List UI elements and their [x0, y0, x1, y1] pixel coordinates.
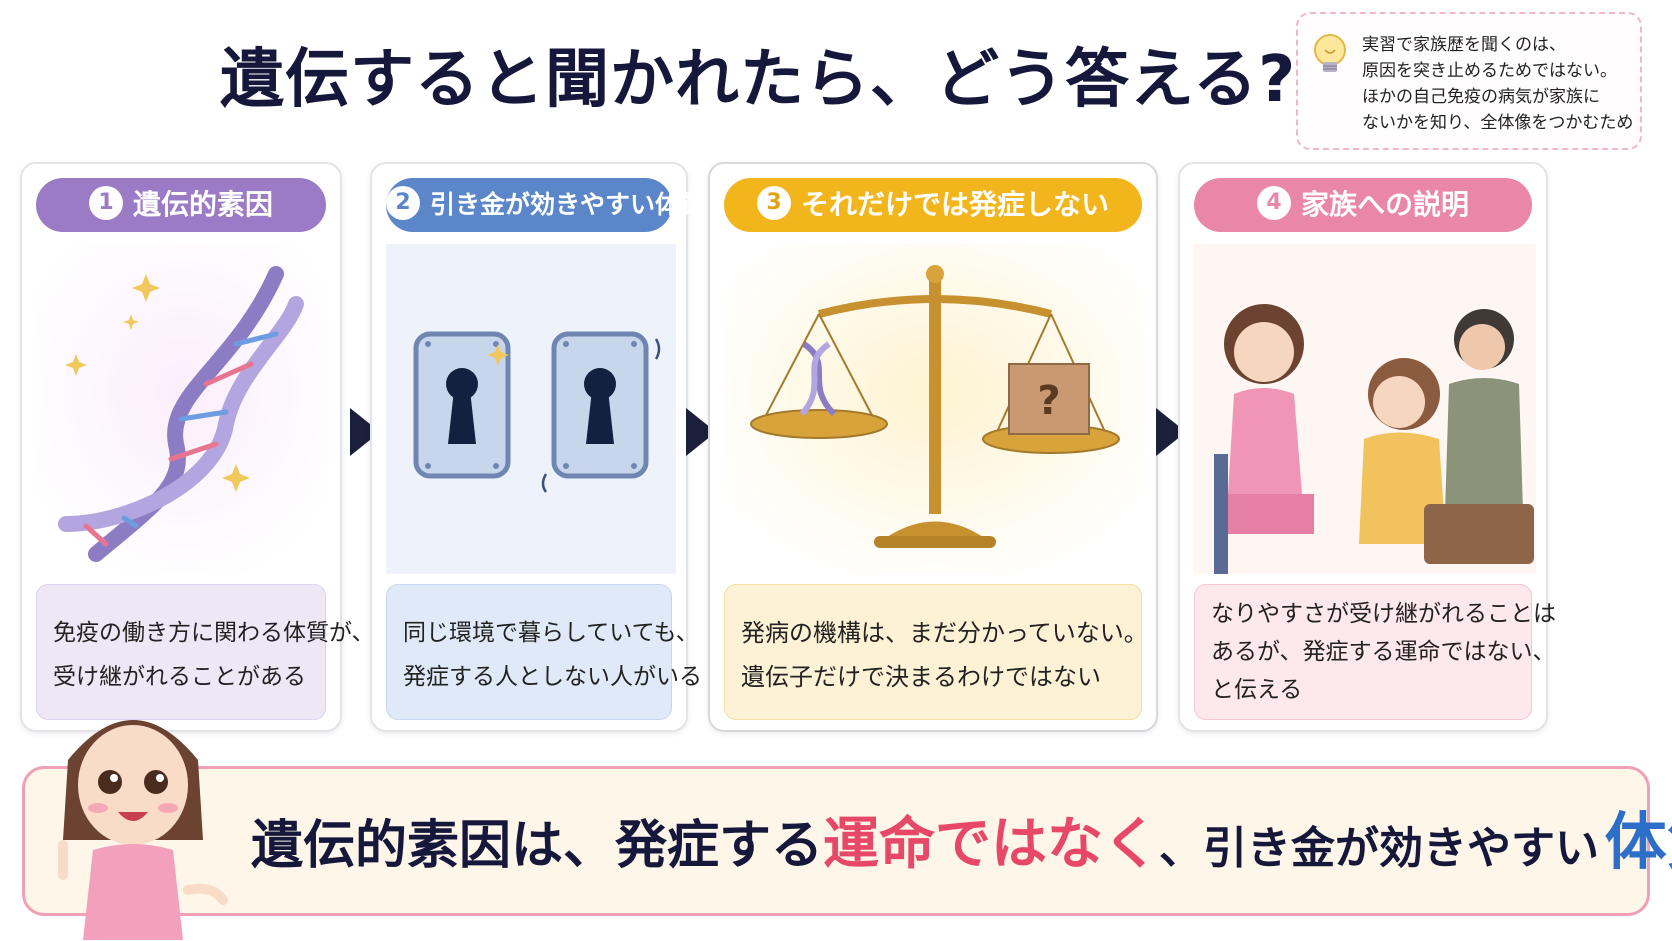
step-description-line: 遺伝子だけで決まるわけではない: [741, 663, 1101, 691]
tip-line: 実習で家族歴を聞くのは、: [1362, 35, 1566, 55]
step-description-line: 同じ環境で暮らしていても、: [403, 620, 699, 646]
summary-text: 遺伝的素因は、発症する運命ではなく、引き金が効きやすい 体質: [251, 791, 1672, 881]
step-card-genetic-predisposition: 1 遺伝的素因 免疫の働き方に関わる体質が、 受け継がれることがある: [20, 162, 375, 732]
tip-line: ほかの自己免疫の病気が家族に: [1362, 87, 1600, 107]
step-description-line: 発症する人としない人がいる: [403, 664, 702, 690]
step-description-line: 発病の機構は、まだ分かっていない。: [741, 619, 1148, 647]
page-title: 遺伝すると聞かれたら、どう答える?: [220, 43, 1297, 117]
dna-icon: [36, 244, 330, 574]
step-number: 2: [386, 186, 420, 220]
step-description: 発病の機構は、まだ分かっていない。 遺伝子だけで決まるわけではない: [724, 584, 1148, 720]
step-card-family-explanation: 4 家族への説明 なりやすさが受け継がれることは あるが、発症する運命ではない、 …: [1178, 162, 1556, 732]
keyhole-lock-icon: [386, 244, 676, 574]
step-description: 同じ環境で暮らしていても、 発症する人としない人がいる: [386, 584, 702, 720]
step-description: 免疫の働き方に関わる体質が、 受け継がれることがある: [36, 584, 375, 720]
balance-scale-icon: ?: [724, 244, 1146, 574]
summary-highlight: 運命ではなく: [823, 812, 1160, 877]
svg-text:?: ?: [1037, 378, 1060, 424]
step-description-line: と伝える: [1211, 677, 1303, 703]
nurse-mascot-icon: [58, 720, 228, 940]
step-card-trigger-constitution: 2 引き金が効きやすい体質 同じ環境で暮らしていても、 発症する人としない人がいる: [370, 162, 705, 732]
step-description-line: なりやすさが受け継がれることは: [1211, 601, 1556, 627]
step-card-header: 4 家族への説明: [1194, 178, 1532, 232]
summary-part1: 遺伝的素因は、発症する: [251, 816, 824, 876]
tip-box: 実習で家族歴を聞くのは、 原因を突き止めるためではない。 ほかの自己免疫の病気が…: [1296, 12, 1642, 150]
step-number: 1: [88, 186, 123, 220]
tip-line: ないかを知り、全体像をつかむため: [1362, 113, 1634, 133]
step-title: 遺伝的素因: [132, 188, 273, 221]
step-title: 引き金が効きやすい体質: [430, 190, 706, 219]
family-conversation-icon: [1194, 244, 1536, 574]
summary-emphasis: 体質: [1604, 805, 1672, 878]
tip-line: 原因を突き止めるためではない。: [1362, 61, 1617, 81]
step-number: 3: [756, 186, 791, 220]
lightbulb-icon: [1314, 34, 1346, 72]
step-description: なりやすさが受け継がれることは あるが、発症する運命ではない、 と伝える: [1194, 584, 1556, 720]
step-card-not-sufficient: 3 それだけでは発症しない ? 発病の機構は、まだ分かっていない。 遺伝子だけで決…: [708, 162, 1158, 732]
step-title: それだけでは発症しない: [800, 188, 1109, 221]
step-description-line: 免疫の働き方に関わる体質が、: [53, 620, 375, 646]
step-card-header: 2 引き金が効きやすい体質: [386, 178, 705, 232]
summary-part2: 、引き金が効きやすい: [1159, 823, 1600, 874]
step-number: 4: [1256, 186, 1291, 220]
summary-banner: 遺伝的素因は、発症する運命ではなく、引き金が効きやすい 体質: [22, 766, 1672, 916]
step-description-line: あるが、発症する運命ではない、: [1211, 639, 1556, 665]
step-title: 家族への説明: [1300, 188, 1469, 221]
step-card-header: 3 それだけでは発症しない: [724, 178, 1142, 232]
step-card-header: 1 遺伝的素因: [36, 178, 326, 232]
step-description-line: 受け継がれることがある: [53, 664, 306, 690]
